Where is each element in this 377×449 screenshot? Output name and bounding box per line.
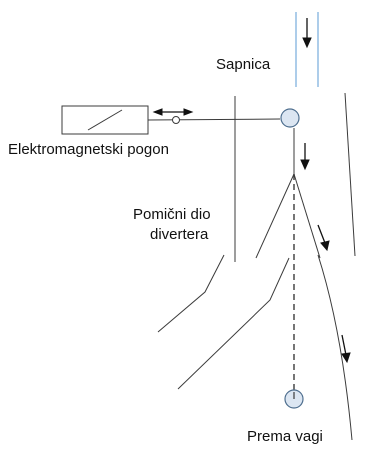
left-outer-chute	[157, 254, 225, 333]
left-inner-chute	[177, 257, 290, 390]
actuator-rod	[147, 118, 281, 121]
nozzle-label: Sapnica	[216, 56, 271, 73]
to-scale-label: Prema vagi	[247, 428, 323, 445]
rod-joint-icon	[172, 116, 180, 124]
actuator-label: Elektromagnetski pogon	[8, 141, 169, 158]
right-outer-chute	[317, 254, 353, 441]
diverter-flap-right	[293, 173, 321, 259]
flow-arrow-right-icon	[317, 224, 330, 252]
flow-arrow-lower-icon	[341, 334, 351, 364]
right-fixed-wall	[344, 92, 356, 257]
diverter-flap-left	[255, 173, 295, 259]
double-arrow-icon	[152, 108, 194, 116]
flow-arrow-stem-icon	[300, 143, 310, 171]
pivot-circle-icon	[280, 108, 300, 128]
diverter-label-line2: divertera	[150, 226, 209, 243]
flow-arrow-nozzle-icon	[302, 18, 312, 49]
diverter-label-line1: Pomični dio	[133, 206, 211, 223]
actuator-slash	[87, 109, 123, 131]
